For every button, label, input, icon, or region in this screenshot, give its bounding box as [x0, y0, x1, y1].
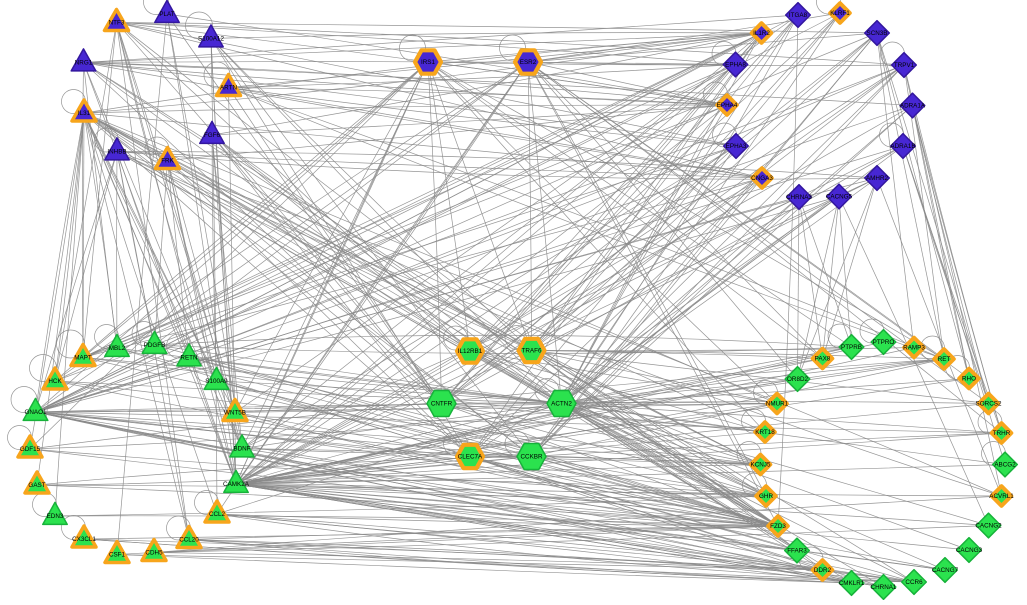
svg-text:CMKLR1: CMKLR1 — [839, 580, 865, 587]
svg-text:ESR2: ESR2 — [520, 59, 537, 66]
svg-text:NMUR1: NMUR1 — [766, 401, 789, 408]
svg-text:CSF1: CSF1 — [109, 552, 126, 559]
svg-text:EDN3: EDN3 — [47, 513, 64, 520]
svg-text:DDR2: DDR2 — [814, 567, 832, 574]
svg-text:RAMP3: RAMP3 — [903, 345, 925, 352]
svg-text:TRHR: TRHR — [993, 430, 1011, 437]
svg-text:IRS1: IRS1 — [421, 59, 435, 66]
svg-text:CNGA3: CNGA3 — [751, 175, 773, 182]
svg-text:CCR6: CCR6 — [905, 579, 923, 586]
svg-text:EPHA3: EPHA3 — [726, 143, 747, 150]
svg-text:SORCS2: SORCS2 — [976, 401, 1002, 408]
svg-text:ABCG2: ABCG2 — [994, 462, 1016, 469]
svg-text:CCKBR: CCKBR — [520, 454, 542, 461]
svg-text:ACTN2: ACTN2 — [551, 401, 572, 408]
svg-text:EPHA4: EPHA4 — [717, 102, 738, 109]
svg-text:KCNJ5: KCNJ5 — [751, 462, 771, 469]
svg-text:ARTN: ARTN — [220, 85, 237, 92]
svg-text:NTF3: NTF3 — [109, 20, 125, 27]
svg-text:GHR: GHR — [759, 493, 773, 500]
svg-text:RET: RET — [938, 356, 951, 363]
svg-text:HCK: HCK — [48, 378, 62, 385]
svg-text:IL31: IL31 — [78, 110, 91, 117]
svg-text:FFAR3: FFAR3 — [787, 548, 807, 555]
svg-text:S100A9: S100A9 — [205, 378, 228, 385]
svg-text:BDNF: BDNF — [233, 446, 250, 453]
svg-text:GDF15: GDF15 — [20, 446, 41, 453]
svg-text:INHBB: INHBB — [107, 149, 126, 156]
svg-text:CX3CL1: CX3CL1 — [72, 536, 96, 543]
svg-text:RHO: RHO — [962, 376, 976, 383]
svg-text:ADRA1A: ADRA1A — [900, 103, 926, 110]
svg-text:OR8D2: OR8D2 — [787, 376, 808, 383]
svg-text:MBL2: MBL2 — [109, 345, 126, 352]
svg-text:CACNG3: CACNG3 — [956, 547, 983, 554]
svg-text:FRK: FRK — [161, 158, 174, 165]
svg-text:IL12RB1: IL12RB1 — [458, 348, 483, 355]
svg-text:WNT5B: WNT5B — [224, 410, 246, 417]
svg-text:CDH5: CDH5 — [145, 550, 163, 557]
svg-text:GNAO1: GNAO1 — [24, 409, 47, 416]
svg-text:CAMK2A: CAMK2A — [223, 481, 250, 488]
svg-text:EPHA8: EPHA8 — [725, 62, 746, 69]
svg-text:TRPV1: TRPV1 — [894, 62, 915, 69]
svg-text:CHRNA3: CHRNA3 — [786, 194, 812, 201]
svg-text:RETN: RETN — [180, 355, 198, 362]
svg-text:PAX8: PAX8 — [815, 356, 831, 363]
svg-text:TRAF6: TRAF6 — [522, 348, 542, 355]
svg-text:KLRF1: KLRF1 — [830, 10, 850, 17]
svg-text:CNTFR: CNTFR — [431, 401, 453, 408]
svg-text:CACNG7: CACNG7 — [932, 567, 959, 574]
svg-text:PTPRO: PTPRO — [873, 339, 895, 346]
svg-text:SCN3B: SCN3B — [867, 30, 888, 37]
svg-text:ADRA1B: ADRA1B — [890, 143, 915, 150]
svg-text:CCL2: CCL2 — [209, 511, 226, 518]
svg-text:CACNG2: CACNG2 — [975, 523, 1002, 530]
svg-text:FZD3: FZD3 — [770, 523, 786, 530]
svg-text:ITGA8: ITGA8 — [789, 12, 808, 19]
svg-text:MAPT: MAPT — [74, 355, 92, 362]
svg-text:IL1R2: IL1R2 — [753, 30, 770, 37]
svg-text:FGF6: FGF6 — [204, 132, 221, 139]
svg-text:CCL20: CCL20 — [179, 537, 199, 544]
svg-text:KRT18: KRT18 — [755, 429, 775, 436]
svg-text:PTPRB: PTPRB — [841, 344, 862, 351]
svg-text:PDGFB: PDGFB — [144, 342, 166, 349]
svg-text:GAST: GAST — [28, 482, 45, 489]
svg-text:CLEC7A: CLEC7A — [458, 454, 483, 461]
svg-text:AMHR2: AMHR2 — [866, 175, 889, 182]
svg-text:CACNG5: CACNG5 — [826, 194, 853, 201]
svg-text:S100A12: S100A12 — [198, 36, 224, 43]
svg-text:NRG1: NRG1 — [75, 60, 93, 67]
svg-text:ACVRL1: ACVRL1 — [989, 493, 1014, 500]
svg-text:CHRNA1: CHRNA1 — [871, 584, 897, 591]
svg-text:PLAT: PLAT — [159, 11, 174, 18]
